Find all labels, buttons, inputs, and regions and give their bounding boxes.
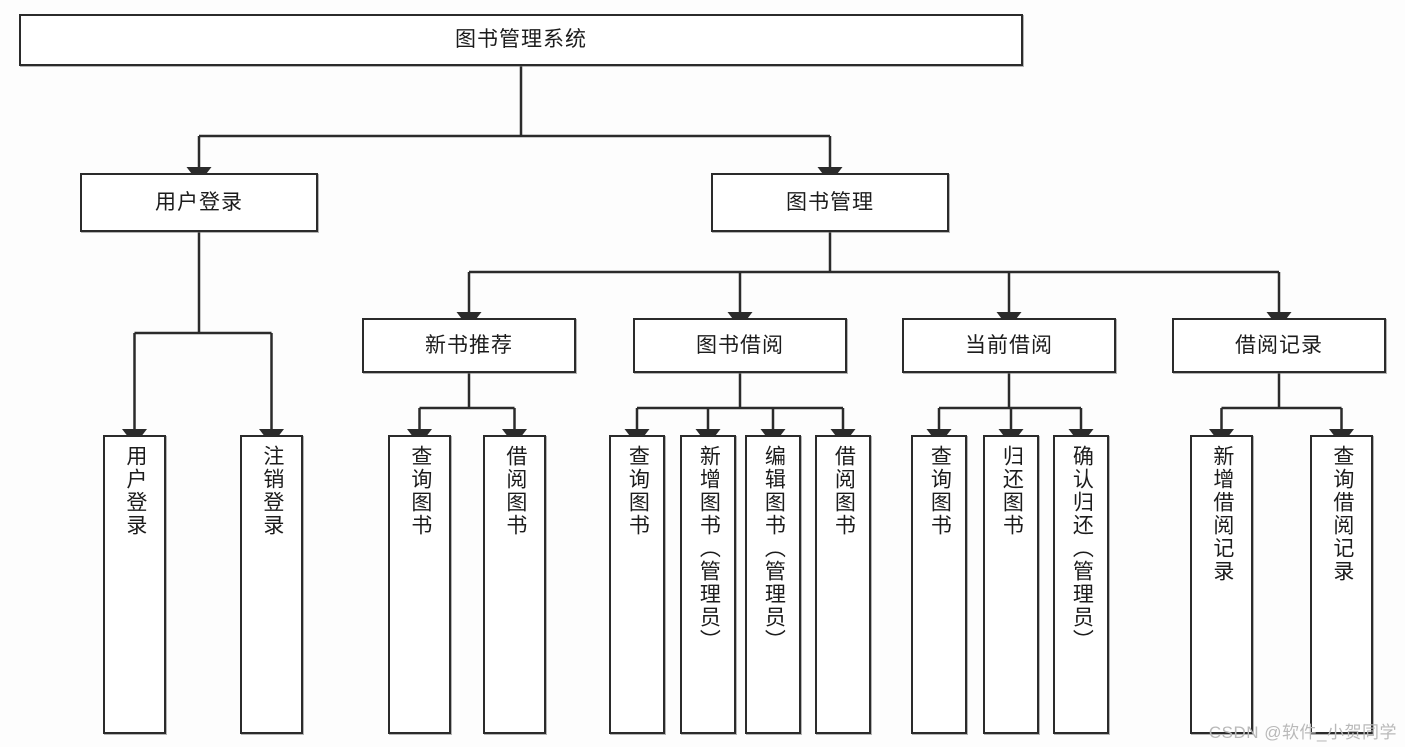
node-borrow-record[interactable]: 借阅记录	[1172, 318, 1386, 373]
node-root[interactable]: 图书管理系统	[19, 14, 1023, 66]
node-leaf-user-logout[interactable]: 注销登录	[240, 435, 303, 734]
node-label-current-borrow: 当前借阅	[965, 333, 1053, 357]
node-label-leaf-query-book-cur: 查询图书	[928, 445, 952, 537]
node-label-borrow-record: 借阅记录	[1235, 333, 1323, 357]
node-user-login[interactable]: 用户登录	[80, 173, 318, 232]
node-leaf-add-book-admin[interactable]: 新增图书（管理员）	[680, 435, 736, 734]
node-leaf-borrow-book-rec[interactable]: 借阅图书	[483, 435, 546, 734]
watermark-text: CSDN @软件_小贺同学	[1208, 723, 1397, 742]
node-label-book-borrow: 图书借阅	[696, 333, 784, 357]
node-label-leaf-user-login: 用户登录	[123, 445, 147, 537]
node-label-leaf-query-book-borrow: 查询图书	[626, 445, 650, 537]
node-label-new-book-recommend: 新书推荐	[425, 333, 513, 357]
node-label-leaf-add-borrow-record: 新增借阅记录	[1210, 445, 1234, 583]
node-label-leaf-confirm-return-admin: 确认归还（管理员）	[1070, 445, 1094, 652]
node-leaf-edit-book-admin[interactable]: 编辑图书（管理员）	[745, 435, 801, 734]
node-label-leaf-return-book: 归还图书	[1000, 445, 1024, 537]
node-leaf-query-book-cur[interactable]: 查询图书	[911, 435, 967, 734]
node-leaf-confirm-return-admin[interactable]: 确认归还（管理员）	[1053, 435, 1109, 734]
node-current-borrow[interactable]: 当前借阅	[902, 318, 1116, 373]
node-label-leaf-query-book-rec: 查询图书	[408, 445, 432, 537]
connector-lines	[122, 66, 1354, 446]
node-label-leaf-edit-book-admin: 编辑图书（管理员）	[762, 445, 786, 652]
node-leaf-return-book[interactable]: 归还图书	[983, 435, 1039, 734]
node-label-leaf-user-logout: 注销登录	[260, 445, 284, 537]
node-label-leaf-query-borrow-record: 查询借阅记录	[1330, 445, 1354, 583]
node-label-root: 图书管理系统	[455, 28, 587, 52]
node-leaf-borrow-book[interactable]: 借阅图书	[815, 435, 871, 734]
node-leaf-add-borrow-record[interactable]: 新增借阅记录	[1190, 435, 1253, 734]
node-leaf-query-book-rec[interactable]: 查询图书	[388, 435, 451, 734]
node-book-borrow[interactable]: 图书借阅	[633, 318, 847, 373]
node-label-leaf-borrow-book: 借阅图书	[832, 445, 856, 537]
node-label-book-manage: 图书管理	[786, 190, 874, 214]
node-leaf-user-login[interactable]: 用户登录	[103, 435, 166, 734]
node-book-manage[interactable]: 图书管理	[711, 173, 949, 232]
node-new-book-recommend[interactable]: 新书推荐	[362, 318, 576, 373]
node-leaf-query-book-borrow[interactable]: 查询图书	[609, 435, 665, 734]
node-label-user-login: 用户登录	[155, 190, 243, 214]
node-label-leaf-borrow-book-rec: 借阅图书	[503, 445, 527, 537]
node-leaf-query-borrow-record[interactable]: 查询借阅记录	[1310, 435, 1373, 734]
node-label-leaf-add-book-admin: 新增图书（管理员）	[697, 445, 721, 652]
